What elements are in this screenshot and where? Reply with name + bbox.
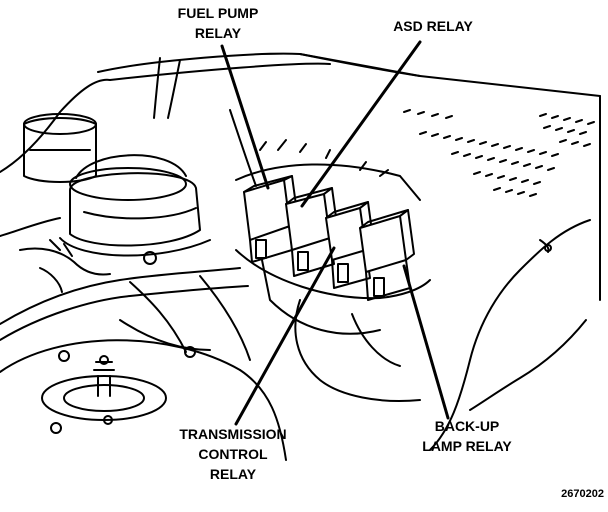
cowl-grille (403, 109, 595, 197)
fuel-pump-relay-leader (220, 44, 270, 190)
relay-bracket (235, 139, 431, 403)
transmission-control-relay-label-line-3: RELAY (209, 466, 257, 482)
transmission-control-relay-label-line-2: CONTROL (198, 446, 268, 462)
figure-number: 2670202 (561, 488, 604, 500)
fuel-pump-relay-label-line-1: FUEL PUMP (177, 5, 259, 21)
master-cylinder-reservoir (23, 113, 97, 183)
asd-relay-label: ASD RELAY (368, 16, 498, 36)
wiring-harness (0, 57, 257, 361)
back-up-lamp-relay-body (359, 209, 415, 301)
hood-outline (0, 52, 601, 451)
fuel-pump-relay-label-line-2: RELAY (194, 25, 242, 41)
asd-relay-label-line-1: ASD RELAY (393, 18, 473, 34)
leader-lines (220, 40, 450, 426)
transmission-control-relay-label-line-1: TRANSMISSION (179, 426, 287, 442)
back-up-lamp-relay-label-line-1: BACK-UP (434, 418, 500, 434)
fuel-pump-relay-label: FUEL PUMP RELAY (158, 3, 278, 43)
strut-tower (0, 339, 287, 461)
asd-relay-leader (300, 40, 422, 208)
transmission-control-relay-label: TRANSMISSION CONTROL RELAY (148, 424, 318, 484)
back-up-lamp-relay-label-line-2: LAMP RELAY (422, 438, 512, 454)
transmission-control-relay-leader (234, 246, 336, 426)
back-up-lamp-relay-label: BACK-UP LAMP RELAY (402, 416, 532, 456)
brake-booster-canister (59, 154, 211, 265)
back-up-lamp-relay-leader (402, 264, 450, 420)
